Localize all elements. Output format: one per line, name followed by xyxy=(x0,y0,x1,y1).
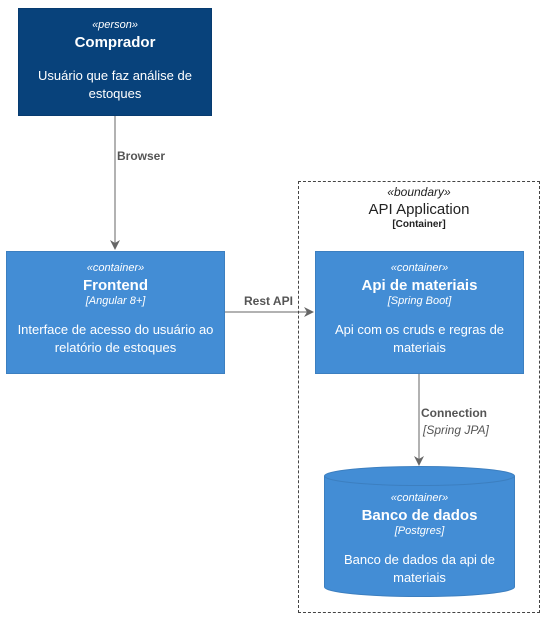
boundary-api-application[interactable]: «boundary» API Application [Container] xyxy=(298,181,540,613)
person-description: Usuário que faz análise de estoques xyxy=(38,68,192,101)
frontend-technology: [Angular 8+] xyxy=(85,295,146,307)
person-comprador[interactable]: «person» Comprador Usuário que faz análi… xyxy=(18,8,212,116)
database-cylinder-icon xyxy=(324,466,515,597)
database-stereotype: «container» xyxy=(390,492,449,504)
database-title: Banco de dados xyxy=(361,507,478,524)
edge-label-connection-tech: [Spring JPA] xyxy=(423,423,489,437)
boundary-title: API Application xyxy=(368,201,470,218)
frontend-description: Interface de acesso do usuário ao relató… xyxy=(17,322,214,355)
boundary-stereotype: «boundary» xyxy=(387,185,451,199)
api-technology: [Spring Boot] xyxy=(387,295,452,307)
edge-label-connection: Connection xyxy=(421,406,487,420)
person-title: Comprador xyxy=(74,34,156,51)
frontend-title: Frontend xyxy=(83,277,148,294)
database-technology: [Postgres] xyxy=(394,525,445,537)
container-frontend[interactable]: «container» Frontend [Angular 8+] Interf… xyxy=(6,251,225,374)
edge-label-rest-api: Rest API xyxy=(244,294,293,308)
api-stereotype: «container» xyxy=(390,262,449,274)
person-stereotype: «person» xyxy=(92,19,138,31)
api-description: Api com os cruds e regras de materiais xyxy=(334,322,505,355)
boundary-subtitle: [Container] xyxy=(392,219,446,230)
api-title: Api de materiais xyxy=(361,277,478,294)
frontend-stereotype: «container» xyxy=(86,262,145,274)
container-api-materiais[interactable]: «container» Api de materiais [Spring Boo… xyxy=(315,251,524,374)
container-database[interactable]: «container» Banco de dados [Postgres] Ba… xyxy=(324,466,515,597)
edge-label-browser: Browser xyxy=(117,149,166,163)
database-description: Banco de dados da api de materiais xyxy=(343,552,496,585)
